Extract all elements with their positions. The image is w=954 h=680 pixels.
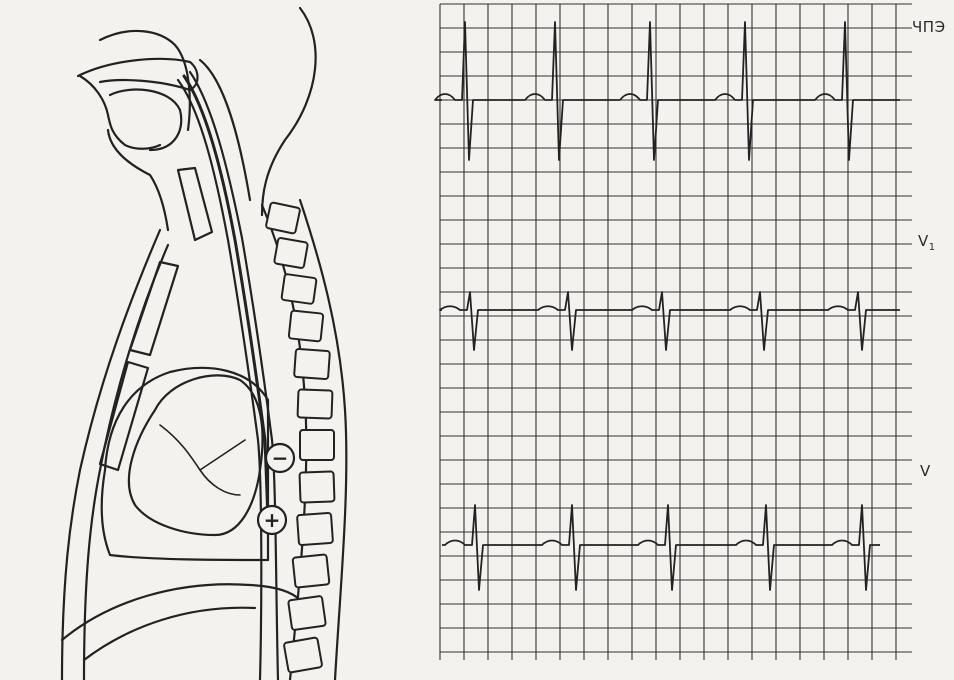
lead-label-v: V: [920, 462, 931, 480]
heart-inner-line-1: [160, 425, 240, 495]
sternum-upper: [130, 262, 178, 355]
ecg-trace-v: [442, 505, 880, 590]
larynx: [178, 168, 212, 240]
vertebra: [300, 430, 334, 460]
vertebra: [281, 274, 316, 304]
electrode-negative: −: [266, 444, 294, 472]
diaphragm: [62, 584, 300, 640]
front-neck-chest: [62, 230, 160, 680]
abdomen-contour: [84, 608, 255, 660]
ecg-trace-v1: [440, 292, 900, 350]
neck-outline: [262, 8, 316, 215]
vertebra: [297, 513, 333, 545]
vertebra: [298, 389, 333, 418]
vertebra: [266, 202, 301, 234]
ecg-trace-chpe: [435, 22, 900, 160]
lead-label-chpe: ЧПЭ: [912, 18, 946, 36]
vertebra: [293, 554, 330, 587]
vertebra: [288, 596, 326, 630]
heart-outline: [129, 375, 263, 535]
ecg-traces: [435, 22, 900, 590]
heart-inner-line-2: [200, 440, 245, 470]
face-profile: [80, 76, 160, 149]
vertebra: [299, 471, 334, 502]
vertebra: [289, 310, 324, 341]
lead-label-v1: V1: [918, 232, 936, 253]
ecg-grid: [440, 4, 912, 660]
vertebra: [284, 637, 323, 672]
nasal-palate: [78, 59, 198, 90]
inner-chest-wall: [84, 245, 168, 680]
electrode-negative-sign: −: [272, 446, 289, 470]
electrode-positive-sign: +: [264, 508, 281, 532]
electrode-positive: +: [258, 506, 286, 534]
vertebra: [294, 349, 330, 379]
vertebra: [274, 238, 308, 269]
